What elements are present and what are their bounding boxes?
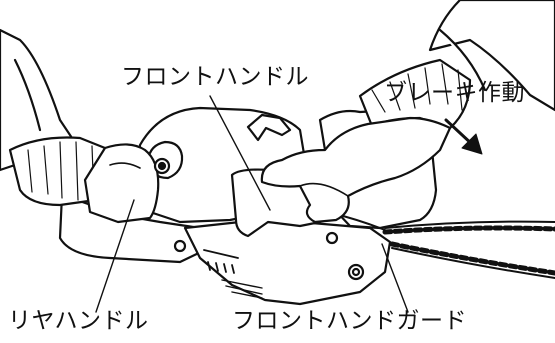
rear-handle-label: リヤハンドル	[8, 310, 149, 333]
front-hand-guard-label: フロントハンドガード	[232, 310, 467, 333]
left-hand	[0, 30, 169, 222]
leader-front-hand-guard	[382, 244, 408, 312]
front-handle-label: フロントハンドル	[121, 66, 309, 89]
guide-bar-chain	[385, 222, 555, 278]
arrow-down-right-icon	[446, 120, 482, 154]
brake-action-label: ブレーキ作動	[384, 82, 525, 105]
